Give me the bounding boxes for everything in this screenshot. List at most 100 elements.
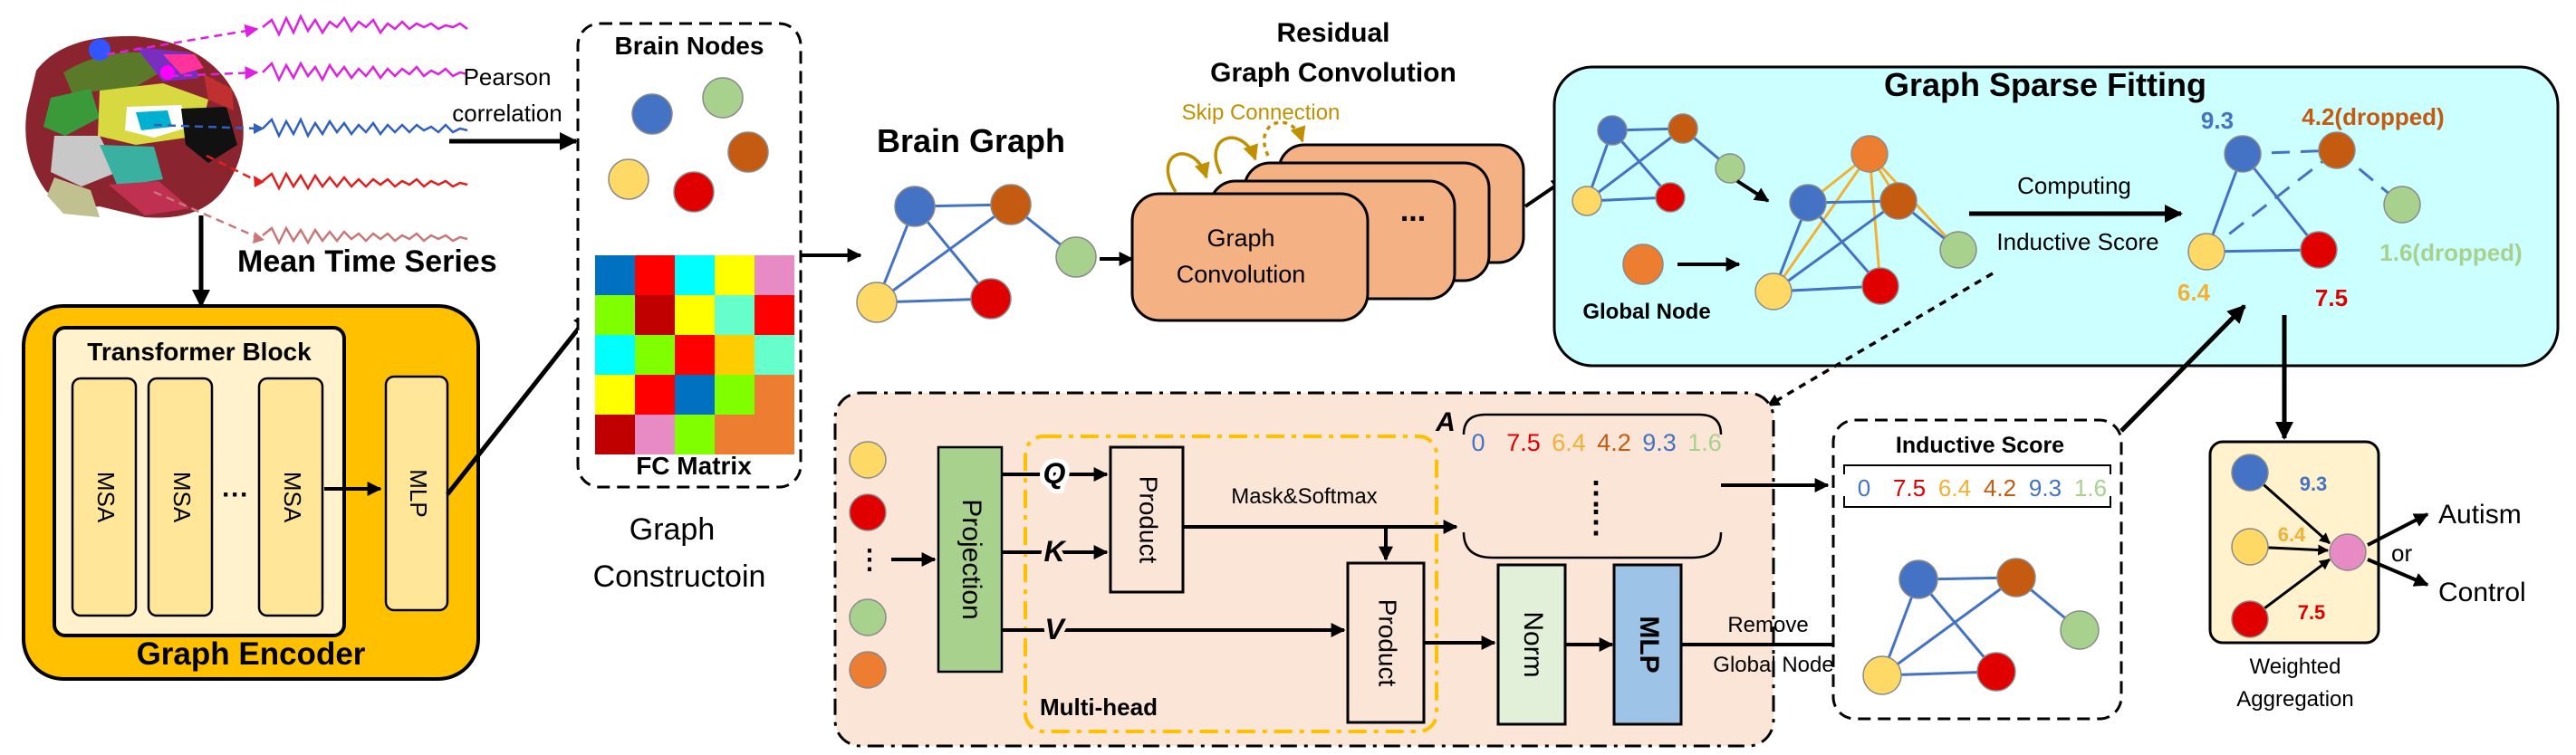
node-yellow [1572, 186, 1602, 216]
encoder-to-fc-arrow [446, 311, 592, 496]
aggregated-node [2329, 533, 2367, 571]
fc-matrix-cell [675, 255, 715, 295]
v-label: V [1044, 613, 1066, 645]
fitted-graph-nodes [2187, 131, 2421, 271]
fc-matrix-cell [635, 335, 675, 375]
projection-label: Projection [956, 499, 986, 619]
node-green [849, 598, 887, 636]
attention-matrix-bracket-bottom [1462, 531, 1723, 559]
time-series-lines [262, 14, 468, 245]
qk-product-label: Product [1135, 476, 1163, 564]
node-blue [2231, 454, 2269, 492]
input-node-ellipsis: ⋮ [856, 545, 883, 575]
fc-matrix-cell [675, 415, 715, 454]
attention-input-nodes [849, 441, 887, 689]
weighted-aggregation-box [2208, 440, 2380, 645]
node-green [702, 77, 744, 119]
time-series-line [262, 225, 468, 245]
fc-matrix-label: FC Matrix [636, 452, 752, 480]
msa-block [147, 377, 214, 617]
node-red [1655, 182, 1686, 213]
multi-head-box [1024, 435, 1438, 733]
aggregation-caption-line1: Weighted [2250, 655, 2341, 679]
score-blue: 9.3 [2201, 107, 2234, 134]
fc-matrix-cell [595, 375, 635, 415]
fc-matrix-cell [715, 375, 755, 415]
pearson-label-line1: Pearson [464, 63, 552, 91]
fc-matrix-cell [675, 335, 715, 375]
msa-label: MSA [168, 472, 196, 523]
fc-matrix-cell [635, 415, 675, 454]
k-label: K [1043, 535, 1067, 568]
msa-label: MSA [92, 472, 120, 523]
conv-stack-dots: ... [1400, 194, 1426, 228]
attention-score-value: 0 [1471, 429, 1485, 456]
node-brown [727, 131, 769, 173]
node-red [1976, 652, 2016, 692]
score-bracket-bottom [1843, 496, 2111, 508]
fc-matrix-cell [715, 415, 755, 454]
node-red [673, 171, 715, 213]
node-red [849, 493, 887, 531]
input-to-augmented-arrow [1735, 179, 1770, 203]
inductive-score-value: 7.5 [1893, 474, 1926, 502]
sparse-to-attention-dashed-arrow [1766, 272, 1994, 407]
node-blue [1597, 115, 1628, 146]
av-product-block [1346, 561, 1426, 724]
fc-matrix-cell [675, 295, 715, 335]
graph-convolution-line1: Graph [1206, 225, 1274, 252]
fc-matrix-cell [715, 295, 755, 335]
norm-label: Norm [1518, 611, 1548, 677]
node-blue [2224, 135, 2262, 173]
fc-matrix-cell [595, 415, 635, 454]
msa-block [257, 377, 324, 617]
inductive-score-value: 0 [1858, 474, 1870, 502]
brain-nodes-label: Brain Nodes [615, 32, 764, 60]
pearson-label-line2: correlation [452, 100, 562, 127]
node-green [2383, 186, 2421, 224]
fc-matrix-cell [635, 375, 675, 415]
time-series-line [262, 14, 468, 37]
multi-head-label: Multi-head [1040, 693, 1158, 721]
msa-label: MSA [279, 472, 306, 523]
time-series-line [262, 171, 468, 191]
transformer-block-label: Transformer Block [87, 338, 312, 366]
brain-graph-title: Brain Graph [877, 122, 1065, 159]
brain-graph-nodes [856, 184, 1097, 323]
fc-matrix-cell [715, 255, 755, 295]
attention-mlp-block [1612, 563, 1683, 726]
node-blue [1898, 559, 1938, 599]
fc-matrix-cell [755, 295, 794, 335]
aggregation-caption-line2: Aggregation [2236, 687, 2353, 712]
node-brown [2318, 131, 2356, 169]
inductive-score-value: 6.4 [1938, 474, 1971, 502]
fc-matrix-cell [675, 375, 715, 415]
node-green [1715, 153, 1745, 184]
brain-parcellation-image [25, 35, 244, 218]
graph-sparse-fitting-title: Graph Sparse Fitting [1884, 66, 2206, 103]
remove-label-line2: Global Node [1713, 653, 1833, 677]
time-series-line [262, 61, 468, 82]
inductive-score-caption: Inductive Score [1996, 228, 2158, 255]
inductive-score-box [1831, 418, 2123, 721]
skip-connection-arrows [1166, 120, 1306, 193]
attention-score-value: 1.6 [1687, 429, 1722, 456]
node-yellow [1862, 655, 1902, 695]
series-arrowhead [254, 123, 264, 134]
q-label: Q [1043, 457, 1066, 490]
mean-time-series-label: Mean Time Series [237, 244, 497, 279]
graph-encoder-title: Graph Encoder [137, 636, 366, 672]
weight-yellow: 6.4 [2278, 523, 2306, 546]
msa-ellipsis: ··· [222, 480, 249, 510]
or-label: or [2391, 540, 2412, 567]
graph-construction-caption-line2: Constructoin [593, 559, 766, 594]
node-yellow [2231, 528, 2269, 566]
score-red: 7.5 [2315, 284, 2348, 311]
series-arrowhead [253, 232, 264, 244]
region-to-series-arrows [106, 24, 259, 239]
node-yellow [2187, 233, 2225, 271]
attention-matrix-dots: ⋮ [1581, 476, 1611, 511]
